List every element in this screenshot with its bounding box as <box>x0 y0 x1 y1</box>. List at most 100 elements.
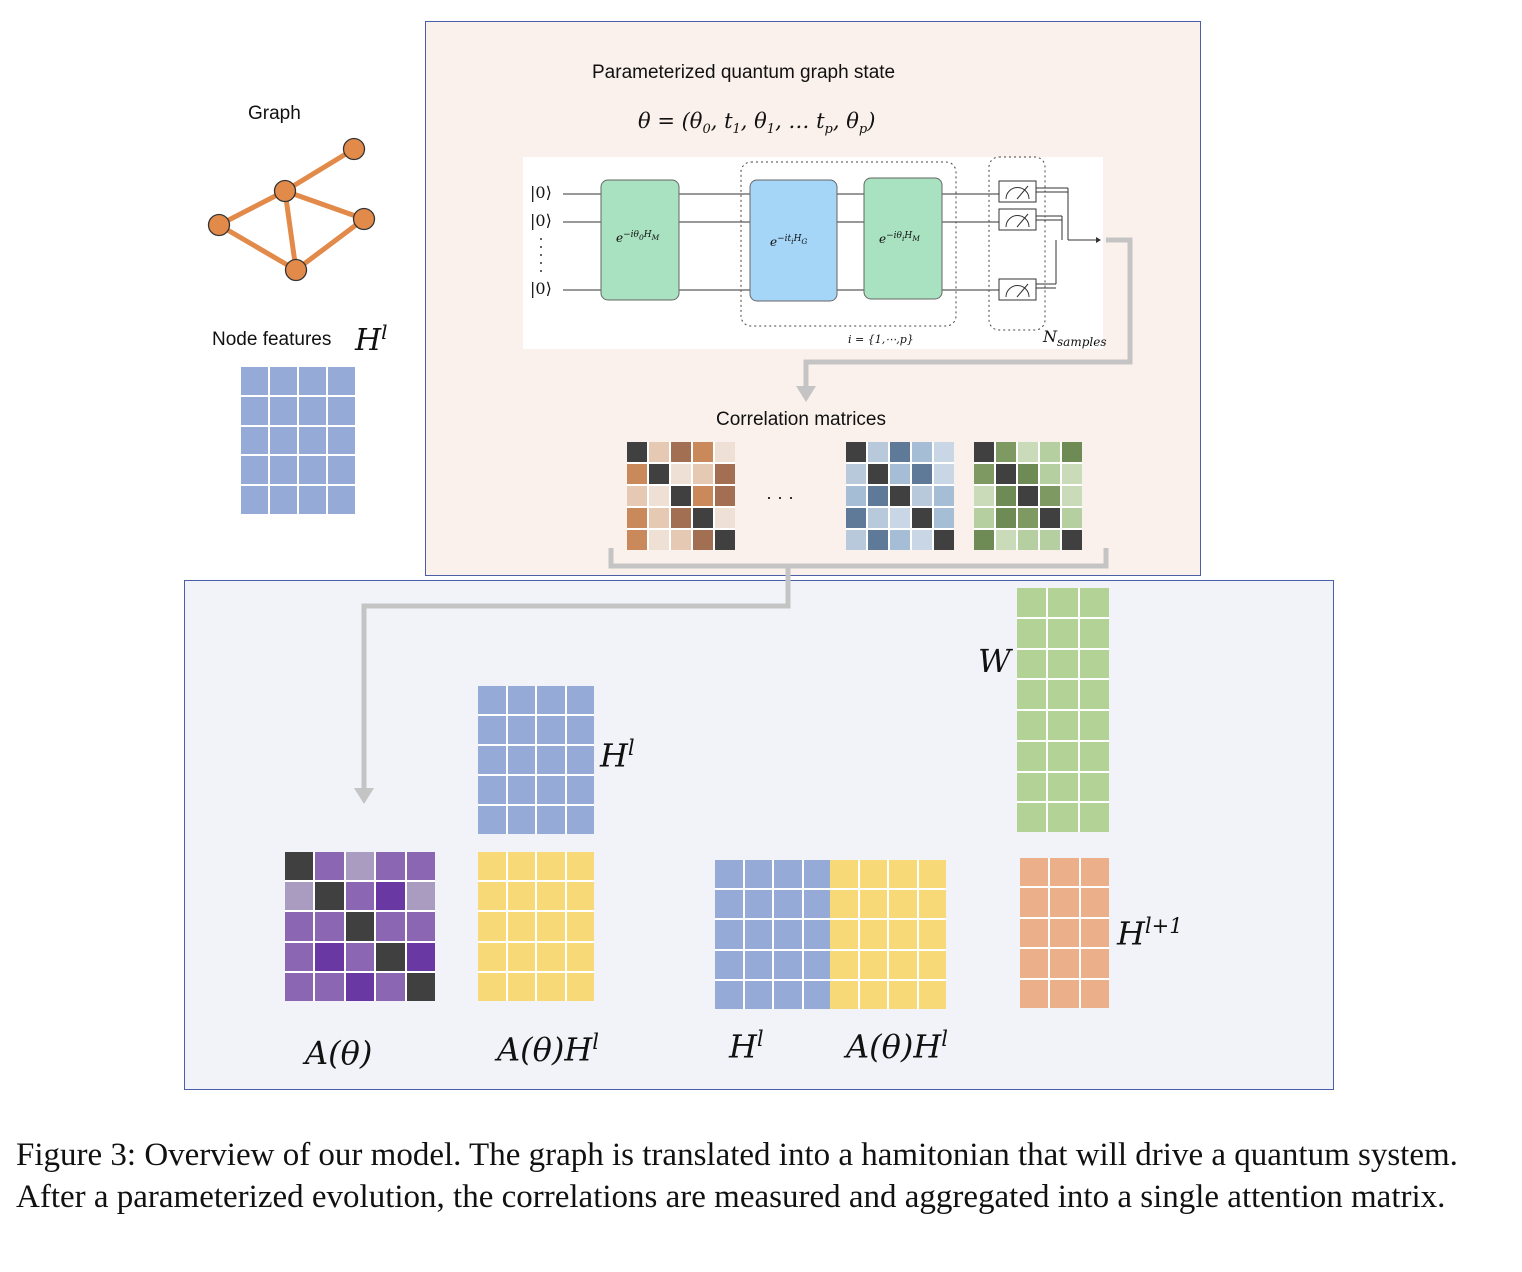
matrix-cell <box>1050 888 1079 917</box>
matrix-cell <box>744 980 772 1009</box>
concat-AH-block <box>830 860 946 1009</box>
measure-icon <box>998 180 1037 203</box>
matrix-cell <box>846 486 866 506</box>
matrix-cell <box>996 464 1016 484</box>
matrix-cell <box>270 426 297 455</box>
matrix-cell <box>803 860 831 889</box>
matrix-cell <box>328 367 355 395</box>
matrix-cell <box>345 942 375 971</box>
matrix-cell <box>715 486 735 506</box>
matrix-cell <box>934 442 954 462</box>
figure-caption: Figure 3: Overview of our model. The gra… <box>16 1137 1458 1215</box>
matrix-cell <box>974 442 994 462</box>
matrix-cell <box>1050 918 1079 948</box>
matrix-cell <box>859 890 887 919</box>
matrix-cell <box>774 950 802 979</box>
label-AH-concat: A(θ)Hl <box>846 1027 948 1066</box>
matrix-cell <box>1017 741 1047 771</box>
matrix-cell <box>715 530 735 550</box>
matrix-cell <box>1080 888 1109 917</box>
matrix-cell <box>1079 680 1109 709</box>
matrix-cell <box>406 852 435 881</box>
matrix-cell <box>1050 979 1079 1008</box>
matrix-cell <box>918 980 946 1009</box>
matrix-cell <box>1048 741 1078 771</box>
matrix-cell <box>1040 442 1060 462</box>
ket-2: |0⟩ <box>530 279 552 298</box>
matrix-cell <box>241 396 268 425</box>
matrix-cell <box>671 508 691 528</box>
matrix-cell <box>1062 530 1082 550</box>
repeat-label: i = {1,⋯,p} <box>848 333 914 346</box>
matrix-cell <box>671 442 691 462</box>
matrix-cell <box>890 442 910 462</box>
matrix-cell <box>846 508 866 528</box>
matrix-cell <box>566 942 594 971</box>
matrix-cell <box>478 972 506 1001</box>
matrix-cell <box>671 464 691 484</box>
matrix-cell <box>537 942 565 971</box>
matrix-cell <box>693 486 713 506</box>
matrix-cell <box>934 530 954 550</box>
matrix-cell <box>1018 530 1038 550</box>
matrix-cell <box>1017 618 1047 648</box>
matrix-cell <box>1040 486 1060 506</box>
matrix-cell <box>1062 486 1082 506</box>
matrix-cell <box>830 980 858 1009</box>
samples-label: Nsamples <box>1043 327 1107 350</box>
matrix-cell <box>912 464 932 484</box>
graph-node <box>352 207 376 231</box>
matrix-cell <box>507 716 535 744</box>
matrix-cell <box>974 464 994 484</box>
matrix-cell <box>830 920 858 949</box>
matrix-cell <box>846 530 866 550</box>
node-features-matrix <box>241 367 355 514</box>
matrix-cell <box>889 860 917 889</box>
gate-label-mixer-i: e−iθiHM <box>879 231 920 246</box>
graph-edge <box>216 222 299 273</box>
matrix-cell <box>1017 803 1047 832</box>
matrix-cell <box>1062 464 1082 484</box>
matrix-cell <box>1040 464 1060 484</box>
matrix-cell <box>1048 588 1078 617</box>
matrix-cell <box>285 972 314 1001</box>
gate-mixer <box>600 179 680 301</box>
correlation-matrix-brown <box>627 442 735 550</box>
H-top-label: Hl <box>600 736 635 775</box>
matrix-cell <box>1079 588 1109 617</box>
matrix-cell <box>478 686 506 714</box>
matrix-cell <box>627 464 647 484</box>
matrix-cell <box>1048 711 1078 740</box>
matrix-cell <box>934 464 954 484</box>
matrix-cell <box>537 686 565 714</box>
matrix-cell <box>285 882 314 911</box>
H-next-matrix <box>1020 858 1109 1008</box>
matrix-cell <box>1080 858 1109 887</box>
matrix-cell <box>912 508 932 528</box>
matrix-cell <box>774 920 802 949</box>
matrix-cell <box>507 746 535 774</box>
matrix-cell <box>537 912 565 941</box>
gate-mixer-i <box>863 177 943 300</box>
matrix-cell <box>1048 649 1078 679</box>
graph-node <box>207 213 231 237</box>
matrix-cell <box>1048 803 1078 832</box>
correlation-ellipsis: · · · <box>766 487 794 507</box>
matrix-cell <box>774 890 802 919</box>
matrix-cell <box>478 912 506 941</box>
matrix-cell <box>315 852 344 881</box>
matrix-cell <box>715 860 743 889</box>
matrix-cell <box>270 456 297 485</box>
matrix-cell <box>507 776 535 804</box>
matrix-cell <box>889 950 917 979</box>
matrix-cell <box>345 882 375 911</box>
matrix-cell <box>566 912 594 941</box>
matrix-cell <box>627 442 647 462</box>
matrix-cell <box>1048 772 1078 802</box>
matrix-cell <box>889 920 917 949</box>
label-A-theta: A(θ) <box>305 1034 373 1072</box>
AH-matrix <box>478 852 594 1001</box>
matrix-cell <box>507 942 535 971</box>
H-next-label: Hl+1 <box>1117 914 1183 953</box>
matrix-cell <box>803 950 831 979</box>
